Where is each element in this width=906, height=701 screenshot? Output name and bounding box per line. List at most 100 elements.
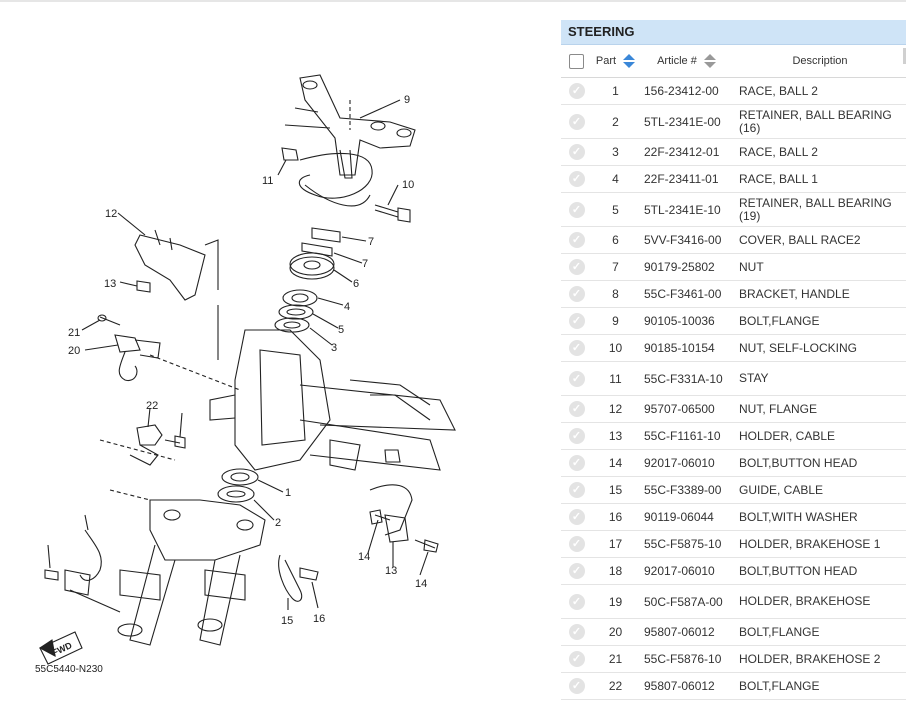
callout-7a: 7 xyxy=(368,236,374,248)
article-number-cell: 90105-10036 xyxy=(639,307,734,335)
row-status-cell: ✓ xyxy=(561,618,592,646)
callout-15: 15 xyxy=(281,615,293,627)
part-column-header[interactable]: Part xyxy=(592,45,639,78)
panel-title: STEERING xyxy=(561,20,906,45)
check-circle-icon[interactable]: ✓ xyxy=(568,286,585,302)
description-cell: BOLT,FLANGE xyxy=(734,618,906,646)
row-status-cell: ✓ xyxy=(561,395,592,423)
article-number-cell: 55C-F3461-00 xyxy=(639,280,734,308)
part-column-label: Part xyxy=(595,54,617,67)
check-circle-icon[interactable]: ✓ xyxy=(568,624,585,640)
check-circle-icon[interactable]: ✓ xyxy=(568,593,585,610)
check-circle-icon[interactable]: ✓ xyxy=(568,482,585,498)
check-circle-icon[interactable]: ✓ xyxy=(568,232,585,248)
check-circle-icon[interactable]: ✓ xyxy=(568,509,585,525)
sort-arrows-icon[interactable] xyxy=(623,54,636,68)
row-status-cell: ✓ xyxy=(561,253,592,281)
diagram-code: 55C5440-N230 xyxy=(35,664,103,675)
check-circle-icon[interactable]: ✓ xyxy=(568,370,585,387)
row-status-cell: ✓ xyxy=(561,361,592,396)
description-column-label: Description xyxy=(792,54,848,67)
part-number-cell: 21 xyxy=(592,645,639,673)
row-status-cell: ✓ xyxy=(561,557,592,585)
check-circle-icon[interactable]: ✓ xyxy=(568,563,585,579)
part-number-cell: 20 xyxy=(592,618,639,646)
select-all-checkbox[interactable] xyxy=(569,53,584,69)
description-cell: RACE, BALL 1 xyxy=(734,165,906,193)
callout-1: 1 xyxy=(285,487,291,499)
part-number-cell: 12 xyxy=(592,395,639,423)
row-status-cell: ✓ xyxy=(561,503,592,531)
check-circle-icon[interactable]: ✓ xyxy=(568,651,585,667)
article-number-cell: 55C-F5875-10 xyxy=(639,530,734,558)
row-status-cell: ✓ xyxy=(561,77,592,105)
callout-3: 3 xyxy=(331,342,337,354)
callout-14a: 14 xyxy=(358,551,370,563)
article-number-cell: 90119-06044 xyxy=(639,503,734,531)
callout-2: 2 xyxy=(275,517,281,529)
check-circle-icon[interactable]: ✓ xyxy=(568,340,585,356)
description-cell: HOLDER, BRAKEHOSE 2 xyxy=(734,645,906,673)
scrollbar[interactable] xyxy=(903,48,906,64)
callout-6: 6 xyxy=(353,278,359,290)
table-header-row: Part Article # Description xyxy=(561,45,906,78)
check-circle-icon[interactable]: ✓ xyxy=(568,678,585,694)
check-circle-icon[interactable]: ✓ xyxy=(568,313,585,329)
part-number-cell: 19 xyxy=(592,584,639,619)
description-cell: NUT xyxy=(734,253,906,281)
description-cell: HOLDER, BRAKEHOSE xyxy=(734,584,906,619)
description-cell: STAY xyxy=(734,361,906,396)
description-column-header: Description xyxy=(734,45,906,78)
check-circle-icon[interactable]: ✓ xyxy=(568,428,585,444)
article-number-cell: 156-23412-00 xyxy=(639,77,734,105)
check-circle-icon[interactable]: ✓ xyxy=(568,144,585,160)
description-cell: HOLDER, CABLE xyxy=(734,422,906,450)
check-circle-icon[interactable]: ✓ xyxy=(568,113,585,130)
callout-8: 9 xyxy=(404,94,410,106)
article-number-cell: 92017-06010 xyxy=(639,557,734,585)
article-number-cell: 55C-F5876-10 xyxy=(639,645,734,673)
parts-panel: STEERING Part Article # Description xyxy=(561,20,906,701)
sort-arrows-icon[interactable] xyxy=(703,54,716,68)
row-status-cell: ✓ xyxy=(561,226,592,254)
article-number-cell: 5TL-2341E-10 xyxy=(639,192,734,227)
article-column-header[interactable]: Article # xyxy=(639,45,734,78)
part-number-cell: 15 xyxy=(592,476,639,504)
callout-12: 13 xyxy=(104,278,116,290)
check-circle-icon[interactable]: ✓ xyxy=(568,201,585,218)
part-number-cell: 14 xyxy=(592,449,639,477)
part-number-cell: 13 xyxy=(592,422,639,450)
check-circle-icon[interactable]: ✓ xyxy=(568,171,585,187)
check-circle-icon[interactable]: ✓ xyxy=(568,455,585,471)
description-cell: RETAINER, BALL BEARING (16) xyxy=(734,104,906,139)
check-circle-icon[interactable]: ✓ xyxy=(568,536,585,552)
check-circle-icon[interactable]: ✓ xyxy=(568,401,585,417)
part-number-cell: 2 xyxy=(592,104,639,139)
check-circle-icon[interactable]: ✓ xyxy=(568,83,585,99)
row-status-cell: ✓ xyxy=(561,476,592,504)
check-circle-icon[interactable]: ✓ xyxy=(568,259,585,275)
